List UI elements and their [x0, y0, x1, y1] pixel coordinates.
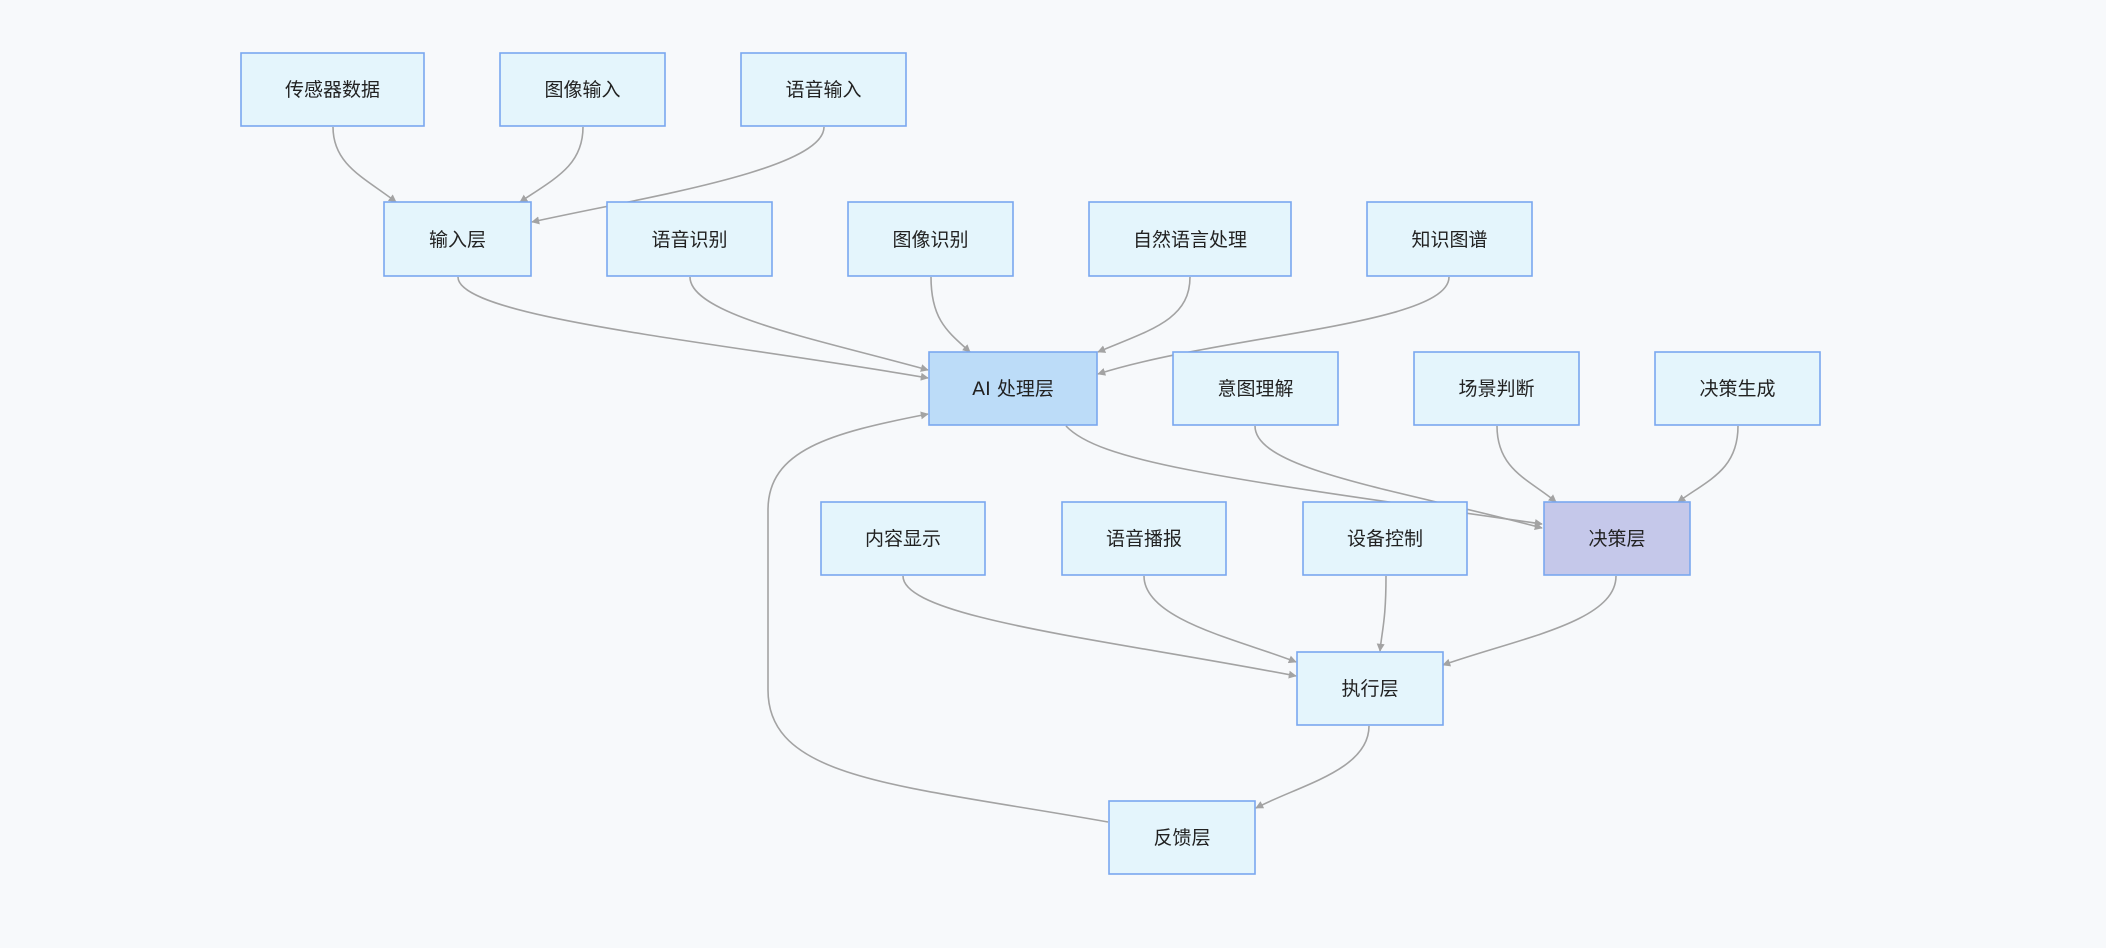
node-label: 语音识别	[651, 229, 727, 251]
edge-speech-recognition-to-ai-layer	[689, 276, 929, 372]
node-execution-layer[interactable]: 执行层	[1296, 651, 1444, 726]
node-label: 设备控制	[1347, 528, 1423, 550]
edge-broadcast-to-exec-layer	[1143, 575, 1297, 664]
node-voice-input[interactable]: 语音输入	[740, 52, 907, 127]
node-sensor-data[interactable]: 传感器数据	[240, 52, 425, 127]
node-label: 场景判断	[1458, 378, 1534, 400]
node-label: 反馈层	[1153, 827, 1210, 849]
node-box	[1366, 201, 1533, 277]
node-image-input[interactable]: 图像输入	[499, 52, 666, 127]
edge-device-to-exec-layer	[1376, 575, 1387, 652]
edge-input-layer-to-ai-layer	[457, 276, 929, 381]
edge-display-to-exec-layer	[902, 575, 1297, 679]
node-label: 自然语言处理	[1133, 229, 1247, 251]
node-box	[1061, 501, 1227, 576]
node-label: 执行层	[1341, 678, 1398, 700]
node-ai-processing-layer[interactable]: AI 处理层	[928, 351, 1098, 426]
edge-scene-to-decision-layer	[1496, 425, 1557, 503]
node-input-layer[interactable]: 输入层	[383, 201, 532, 277]
node-box	[1172, 351, 1339, 426]
edge-voice-input-to-input-layer	[531, 126, 825, 225]
node-box	[1296, 651, 1444, 726]
node-box	[740, 52, 907, 127]
edge-decision-layer-to-exec-layer	[1442, 575, 1617, 667]
node-label: 知识图谱	[1411, 229, 1487, 251]
node-voice-broadcast[interactable]: 语音播报	[1061, 501, 1227, 576]
node-label: 图像识别	[892, 229, 968, 251]
node-box	[928, 351, 1098, 426]
node-decision-generation[interactable]: 决策生成	[1654, 351, 1821, 426]
edge-intent-to-decision-layer	[1254, 425, 1543, 531]
edge-decision-generation-to-decision-layer	[1677, 425, 1739, 503]
node-box	[1543, 501, 1691, 576]
node-label: 输入层	[429, 229, 486, 251]
node-box	[606, 201, 773, 277]
node-box	[1302, 501, 1468, 576]
node-label: 决策生成	[1699, 378, 1775, 400]
node-natural-language-processing[interactable]: 自然语言处理	[1088, 201, 1292, 277]
node-box	[1413, 351, 1580, 426]
node-box	[1108, 800, 1256, 875]
node-knowledge-graph[interactable]: 知识图谱	[1366, 201, 1533, 277]
node-label: 图像输入	[544, 79, 620, 101]
node-box	[847, 201, 1014, 277]
node-image-recognition[interactable]: 图像识别	[847, 201, 1014, 277]
node-content-display[interactable]: 内容显示	[820, 501, 986, 576]
node-label: 语音输入	[785, 79, 861, 101]
node-box	[499, 52, 666, 127]
node-label: 决策层	[1588, 528, 1645, 550]
edge-exec-layer-to-feedback-layer	[1255, 725, 1370, 809]
node-label: 意图理解	[1217, 378, 1293, 400]
edge-image-recognition-to-ai-layer	[930, 276, 971, 353]
node-speech-recognition[interactable]: 语音识别	[606, 201, 773, 277]
node-box	[240, 52, 425, 127]
edge-layer	[332, 126, 1739, 823]
node-box	[820, 501, 986, 576]
node-box	[1088, 201, 1292, 277]
node-device-control[interactable]: 设备控制	[1302, 501, 1468, 576]
node-label: 传感器数据	[285, 79, 380, 101]
node-intent-understanding[interactable]: 意图理解	[1172, 351, 1339, 426]
edge-knowledge-graph-to-ai-layer	[1097, 276, 1450, 376]
node-label: 内容显示	[865, 528, 941, 550]
node-box	[383, 201, 532, 277]
edge-feedback-layer-to-ai-layer	[767, 411, 1109, 823]
node-label: 语音播报	[1106, 528, 1182, 550]
node-decision-layer[interactable]: 决策层	[1543, 501, 1691, 576]
edge-image-input-to-input-layer	[519, 126, 584, 203]
node-feedback-layer[interactable]: 反馈层	[1108, 800, 1256, 875]
edge-sensor-to-input-layer	[332, 126, 397, 203]
edge-nlp-to-ai-layer	[1097, 276, 1191, 353]
node-label: AI 处理层	[972, 378, 1054, 400]
node-scene-judgment[interactable]: 场景判断	[1413, 351, 1580, 426]
node-box	[1654, 351, 1821, 426]
